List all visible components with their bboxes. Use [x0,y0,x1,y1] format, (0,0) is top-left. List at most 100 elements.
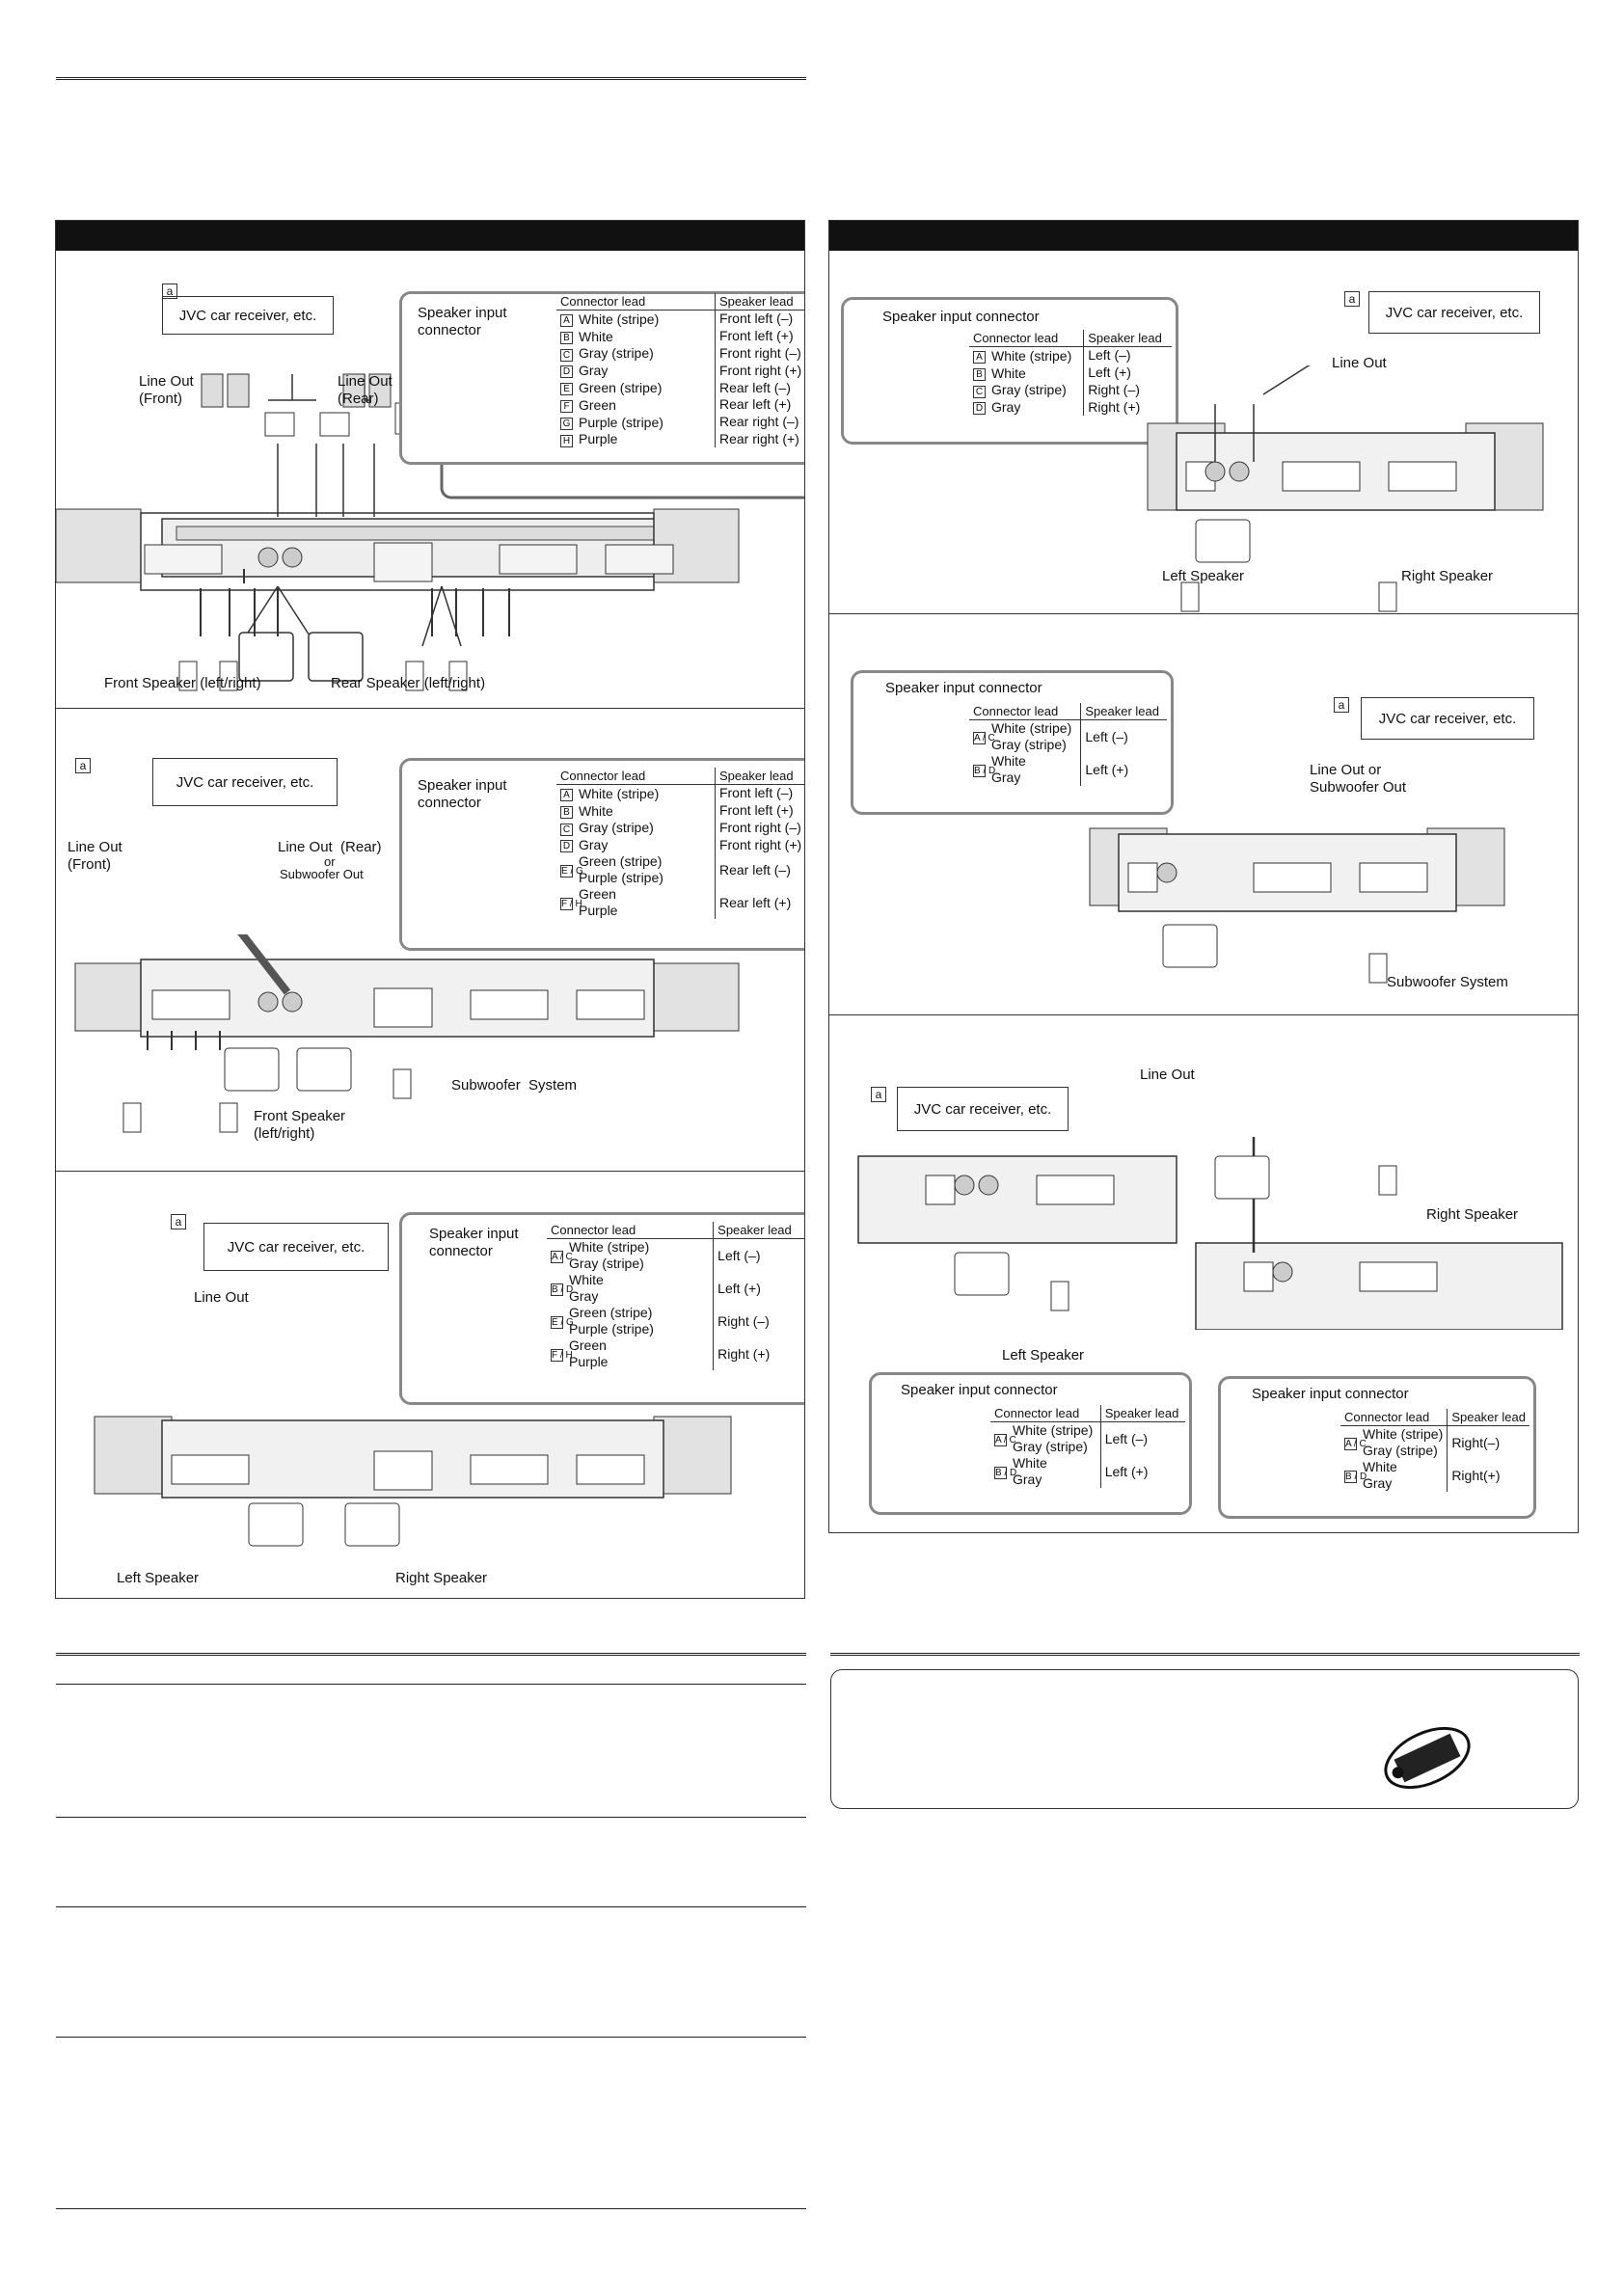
lead-letter-tag: B [560,805,573,819]
r2-receiver-box: JVC car receiver, etc. [1361,697,1534,740]
lead-letter-tag: B / D [973,764,996,777]
r3-label-a: a [871,1087,886,1102]
connector-lead-cell: B / DWhite Gray [547,1272,714,1305]
d3-receiver-box: JVC car receiver, etc. [203,1223,389,1271]
connector-lead-cell: E / GGreen (stripe) Purple (stripe) [556,853,715,886]
lead-letter-tag: E / G [551,1315,574,1329]
d3-spk-conn-label: Speaker input connector [429,1226,519,1259]
lead-color: White (stripe) Gray (stripe) [991,720,1072,752]
right-panel-header-bar [829,221,1578,251]
bottom-rule-left-1 [56,1684,806,1685]
lead-color: Gray [991,399,1021,416]
r3-line-out: Line Out [1140,1067,1195,1083]
left-divider-2 [56,1171,804,1172]
r1-receiver-box: JVC car receiver, etc. [1368,291,1540,334]
speaker-lead-cell: Rear right (–) [714,413,804,431]
lead-letter-tag: C [973,385,986,398]
lead-color: White (stripe) [579,785,660,801]
r1-left-speaker-label: Left Speaker [1162,568,1245,584]
d2-or: or [324,854,336,869]
lead-color: Purple [579,431,618,447]
lead-color: White (stripe) [991,347,1072,364]
lead-color: Gray [579,363,609,379]
lead-color: Green Purple [569,1337,609,1369]
speaker-lead-cell: Front left (–) [714,310,804,328]
lead-letter-tag: B / D [551,1283,574,1296]
speaker-lead-cell: Right (+) [1083,398,1172,417]
right-divider-1 [829,613,1578,614]
lead-color: White Gray [569,1272,604,1304]
d3-amp-drawing [94,1416,732,1547]
lead-letter-tag: E / G [560,864,583,878]
bottom-rule-left-4 [56,2037,806,2038]
lead-letter-tag: A / C [1344,1437,1367,1450]
lead-color: White (stripe) Gray (stripe) [1363,1426,1444,1458]
spk-lead-header: Speaker lead [714,293,804,311]
r3-right-lead-table: Connector lead Speaker lead A / CWhite (… [1340,1409,1529,1492]
spk-lead-header: Speaker lead [1080,703,1167,720]
conn-lead-header: Connector lead [556,768,716,785]
r2-connector-table [851,670,1174,815]
lead-letter-tag: A / C [973,731,995,744]
connector-lead-cell: A / CWhite (stripe) Gray (stripe) [547,1239,714,1273]
lead-letter-tag: A [560,314,573,327]
lead-table-row: A / CWhite (stripe) Gray (stripe)Left (–… [990,1421,1185,1456]
spk-lead-header: Speaker lead [1447,1409,1529,1426]
lead-color: Green [579,396,616,413]
r3-right-connector-table [1218,1376,1536,1519]
lead-color: Gray (stripe) [579,345,654,362]
d3-label-a: a [171,1214,186,1229]
conn-lead-header: Connector lead [969,330,1084,347]
speaker-lead-cell: Right(+) [1447,1459,1529,1492]
r2-line-out: Line Out or Subwoofer Out [1310,762,1407,796]
cea-compliance-box [830,1669,1579,1809]
lead-table-row: A / CWhite (stripe) Gray (stripe)Left (–… [969,719,1167,753]
speaker-lead-cell: Left (–) [1099,1421,1185,1455]
speaker-lead-cell: Rear right (+) [714,430,804,448]
speaker-lead-cell: Front right (–) [714,344,804,363]
d3-right-speaker-label: Right Speaker [395,1570,488,1586]
d1-line-out-rear: Line Out (Rear) [338,373,392,407]
d3-connector-table [399,1212,804,1405]
lead-color: Green Purple [579,886,618,919]
speaker-lead-cell: Left (+) [1099,1455,1185,1488]
lead-table-row: A / CWhite (stripe) Gray (stripe)Right(–… [1340,1425,1529,1459]
connector-lead-cell: C Gray (stripe) [556,820,715,837]
connector-lead-cell: A / CWhite (stripe) Gray (stripe) [990,1422,1100,1456]
r3-left-lead-table: Connector lead Speaker lead A / CWhite (… [990,1405,1185,1488]
r3-amp-drawing [857,1137,1563,1330]
speaker-lead-cell: Front left (+) [714,801,804,820]
d1-line-out-front: Line Out (Front) [139,373,194,407]
d2-front-speaker-label: Front Speaker (left/right) [254,1108,346,1142]
r1-line-out: Line Out [1332,355,1387,371]
d2-subwoofer-out: Subwoofer Out [280,867,364,881]
left-divider-1 [56,708,804,709]
speaker-lead-cell: Front left (+) [714,327,804,345]
d1-rear-speaker-label: Rear Speaker (left/right) [331,675,486,691]
spk-lead-header: Speaker lead [713,1222,804,1239]
lead-color: White [579,328,613,344]
lead-color: Gray (stripe) [579,820,654,836]
d3-line-out: Line Out [194,1289,249,1306]
lead-color: Green (stripe) Purple (stripe) [569,1305,654,1337]
lead-letter-tag: C [560,823,573,836]
